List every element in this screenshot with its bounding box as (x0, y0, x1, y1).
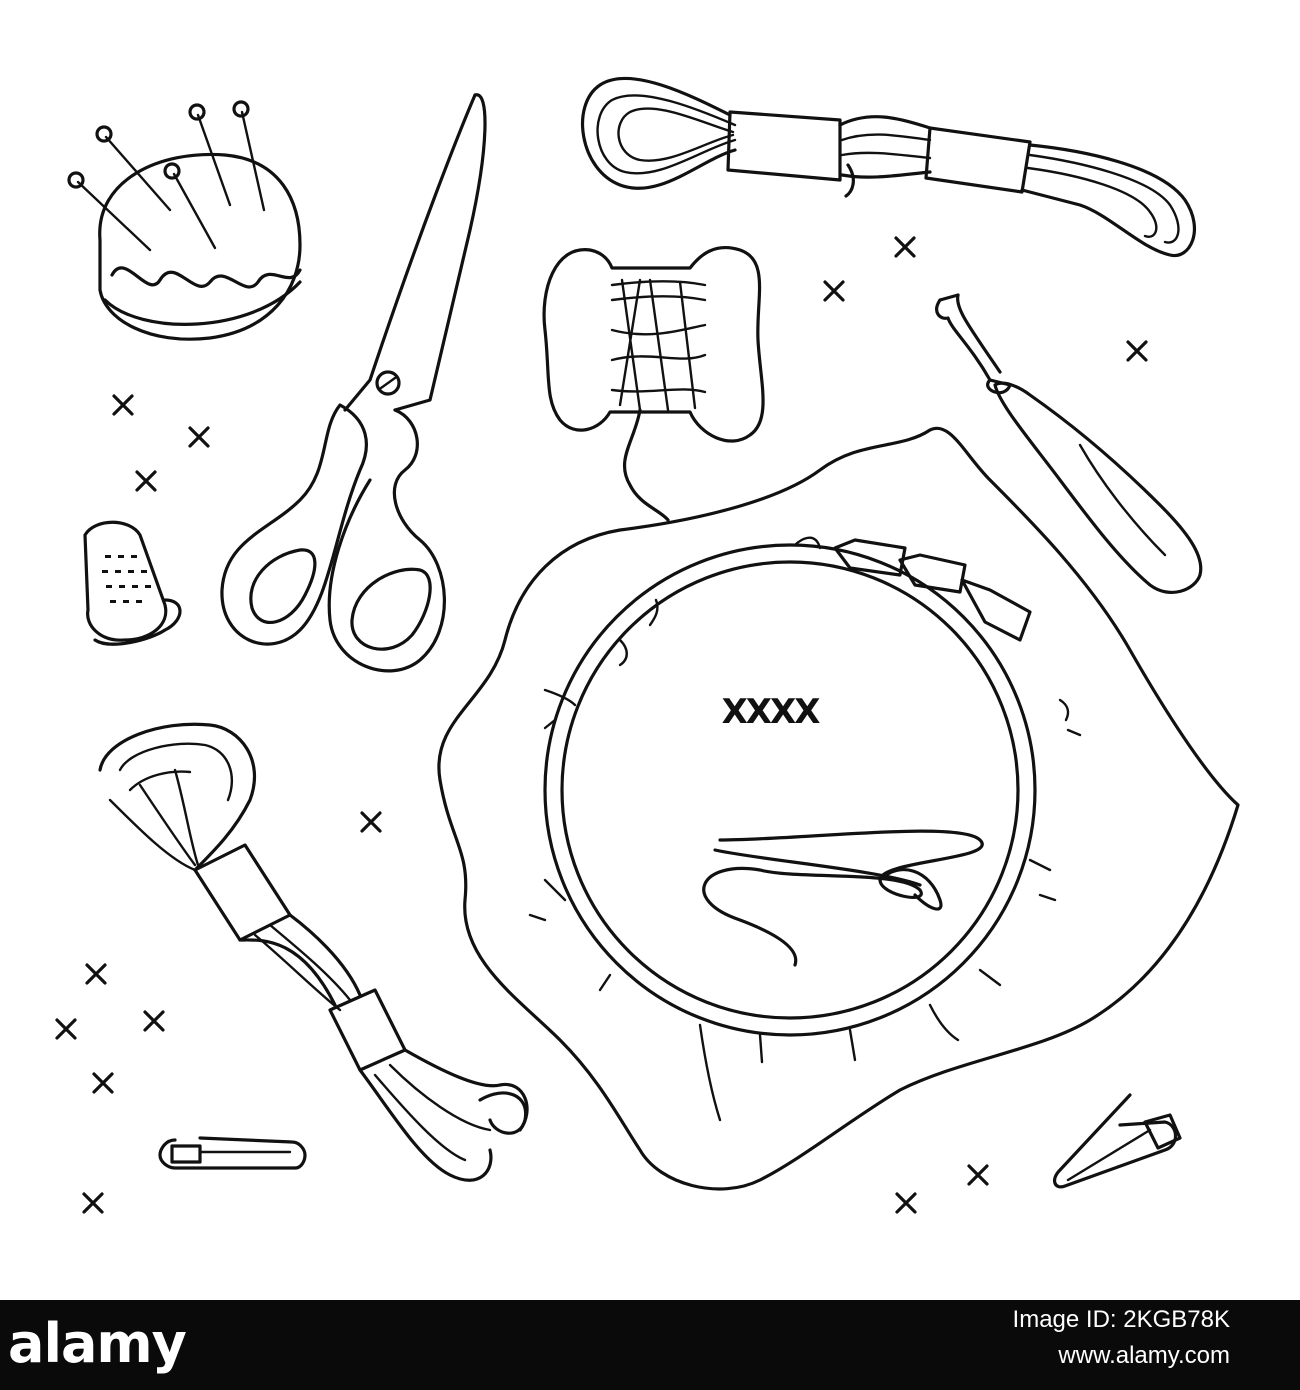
pin-cushion-icon (67, 100, 302, 341)
safety-pin-right-icon (1052, 1093, 1182, 1189)
stock-footer-bar: alamy Image ID: 2KGB78K www.alamy.com (0, 1300, 1300, 1390)
cross-stitch-marks (55, 236, 1148, 1214)
sewing-tools-illustration: XXXX (55, 76, 1240, 1214)
seam-ripper-icon (935, 293, 1203, 595)
image-id-text: Image ID: 2KGB78K (1012, 1306, 1230, 1333)
floss-skein-left-icon (98, 722, 529, 1182)
safety-pin-left-icon (158, 1136, 307, 1170)
brand-logo: alamy (8, 1312, 187, 1375)
hoop-stitches-text: XXXX (722, 692, 821, 732)
scissors-icon (220, 93, 487, 673)
thimble-icon (83, 520, 182, 646)
embroidery-hoop-icon: XXXX (437, 426, 1240, 1191)
floss-skein-top-icon (580, 76, 1196, 258)
site-url-text[interactable]: www.alamy.com (1058, 1342, 1230, 1369)
thread-spool-icon (542, 246, 765, 522)
